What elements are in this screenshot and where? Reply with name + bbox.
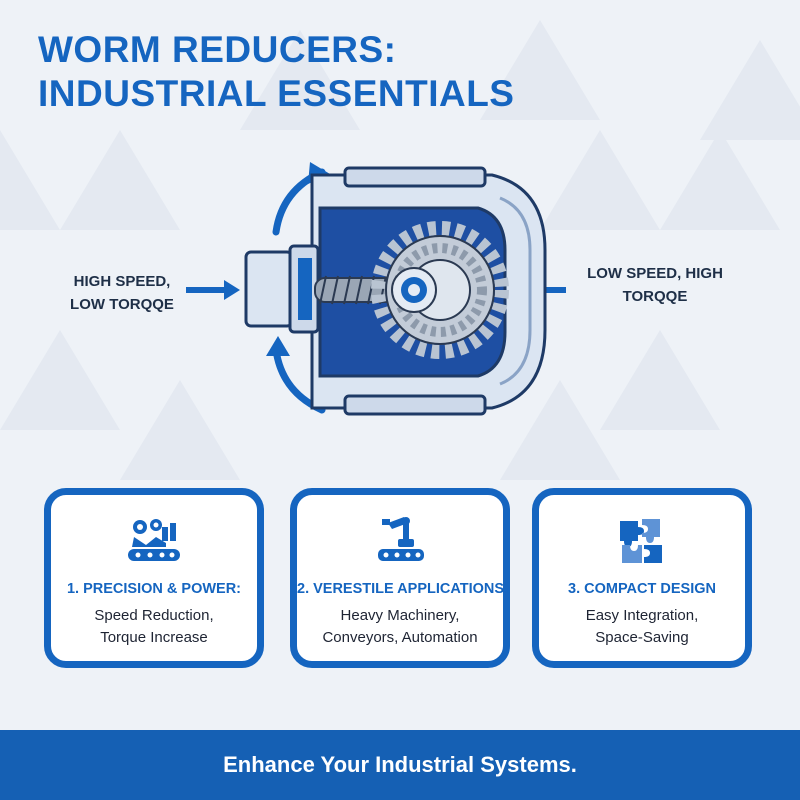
card-text-line-1: Easy Integration, [585,607,699,624]
input-label-line-1: HIGH SPEED, [73,273,171,290]
feature-card-applications: 2. VERESTILE APPLICATIONS: Heavy Machine… [290,488,510,668]
card-text-line-2: Space-Saving [595,629,689,646]
output-label-line-2: TORQQE [622,288,688,305]
background-pattern [0,0,800,730]
card-heading: 2. VERESTILE APPLICATIONS: [297,581,509,597]
footer-text: Enhance Your Industrial Systems. [223,752,577,777]
feature-card-compact: 3. COMPACT DESIGN Easy Integration, Spac… [532,488,752,668]
gears-conveyor-icon [128,519,180,561]
input-speed-label: HIGH SPEED, LOW TORQQE [62,270,182,316]
output-speed-label: LOW SPEED, HIGH TORQQE [580,262,730,308]
input-label-line-2: LOW TORQQE [70,296,174,313]
page-title: WORM REDUCERS: INDUSTRIAL ESSENTIALS [38,28,514,116]
card-text-line-1: Speed Reduction, [94,607,214,624]
footer-banner: Enhance Your Industrial Systems. [0,730,800,800]
puzzle-icon [620,519,662,563]
title-line-1: WORM REDUCERS: [38,29,397,70]
input-arrow-icon [186,280,240,300]
worm-gear-icon [371,221,509,359]
robot-arm-icon [378,517,424,561]
worm-reducer-diagram [186,162,566,416]
title-line-2: INDUSTRIAL ESSENTIALS [38,73,515,114]
card-text-line-1: Heavy Machinery, [340,607,460,624]
output-label-line-1: LOW SPEED, HIGH [587,265,723,282]
card-heading: 3. COMPACT DESIGN [568,581,716,597]
card-text-line-2: Torque Increase [100,629,208,646]
feature-card-precision: 1. PRECISION & POWER: Speed Reduction, T… [44,488,264,668]
input-shaft [244,244,320,334]
card-text-line-2: Conveyors, Automation [322,629,478,646]
card-heading: 1. PRECISION & POWER: [66,581,242,597]
